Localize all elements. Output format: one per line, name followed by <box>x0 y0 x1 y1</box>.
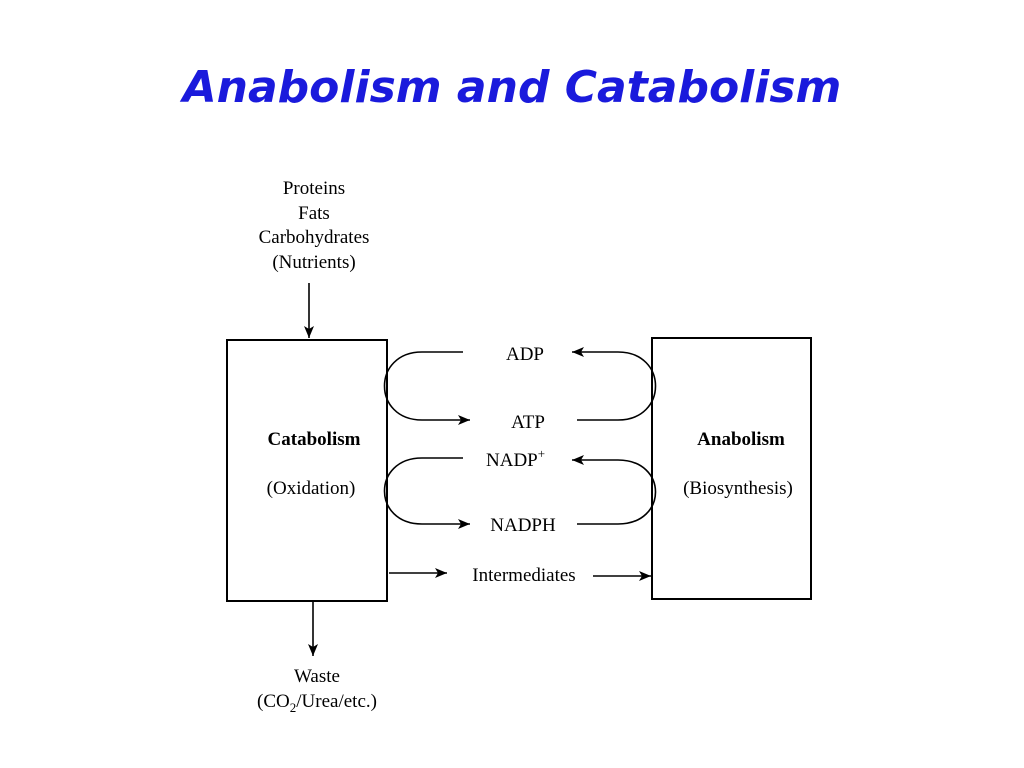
page-title: Anabolism and Catabolism <box>182 62 842 113</box>
catabolism-atp-cycle <box>383 351 470 425</box>
nadph-label: NADPH <box>490 515 556 536</box>
intermediates-label: Intermediates <box>472 565 575 586</box>
nutrient-group-label: (Nutrients) <box>272 252 355 273</box>
adp-label: ADP <box>506 344 544 365</box>
atp-label: ATP <box>511 412 545 433</box>
anabolism-label: Anabolism <box>697 429 785 450</box>
nadp-plus-label: NADP+ <box>486 446 545 471</box>
anabolism-atp-cycle <box>572 347 657 421</box>
waste-label: Waste <box>294 666 340 687</box>
anabolism-process: (Biosynthesis) <box>683 478 793 499</box>
anabolism-box <box>651 337 812 600</box>
catabolism-nadph-cycle <box>383 457 470 529</box>
waste-detail: (CO2/Urea/etc.) <box>257 691 377 715</box>
catabolism-process: (Oxidation) <box>267 478 356 499</box>
anabolism-nadph-cycle <box>572 455 657 525</box>
nutrient-proteins: Proteins <box>283 178 345 199</box>
nutrient-fats: Fats <box>298 203 330 224</box>
catabolism-box <box>226 339 388 602</box>
nutrient-carbohydrates: Carbohydrates <box>259 227 370 248</box>
catabolism-label: Catabolism <box>268 429 361 450</box>
